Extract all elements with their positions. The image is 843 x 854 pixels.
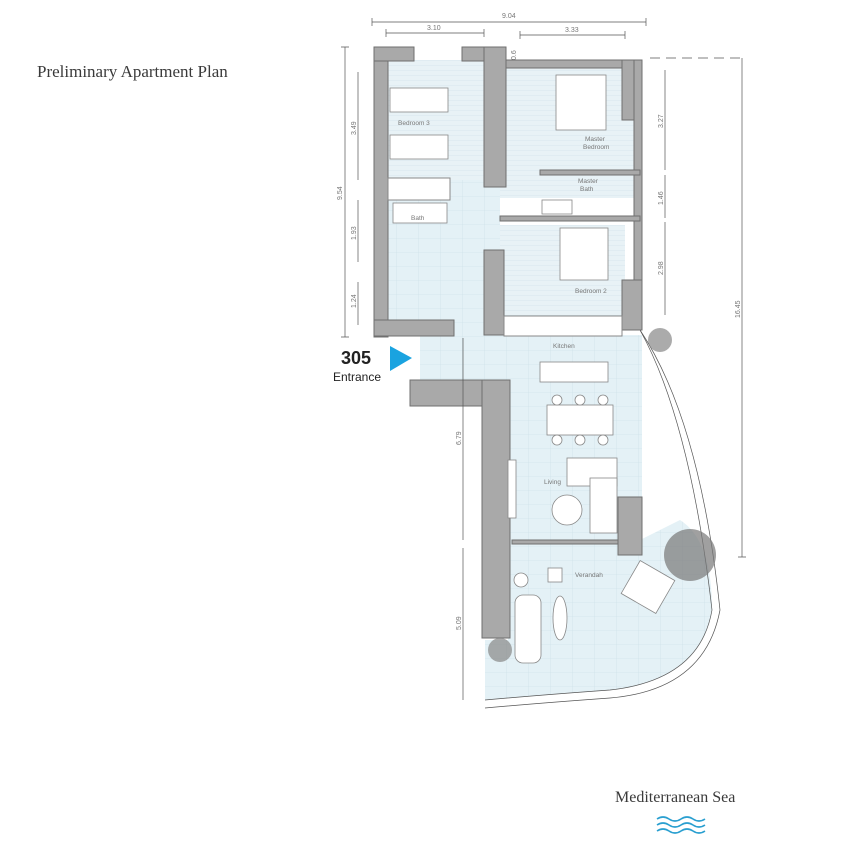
label-living: Living	[544, 479, 561, 486]
walls	[373, 46, 643, 639]
sea-label: Mediterranean Sea	[615, 789, 736, 806]
label-bath: Bath	[411, 215, 425, 222]
dim-total-width: 9.04	[502, 13, 516, 20]
entrance-label: Entrance	[333, 370, 381, 384]
dim-wc-depth: 1.24	[351, 294, 358, 308]
dim-bedroom3-width: 3.10	[427, 25, 441, 32]
plan-title: Preliminary Apartment Plan	[37, 62, 228, 81]
dim-small-offset: 0.6	[511, 50, 518, 60]
dim-master-bath-depth: 1.46	[658, 191, 665, 205]
dim-right-total: 16.45	[735, 300, 742, 318]
dim-master-width: 3.33	[565, 27, 579, 34]
label-kitchen: Kitchen	[553, 343, 575, 350]
label-bedroom3: Bedroom 3	[398, 120, 430, 127]
dimension-lines: 9.04 3.10 3.33 0.6 9.54 3.49 1.93 1.24 3…	[337, 13, 746, 700]
label-master-bath: Master	[578, 178, 599, 185]
label-bedroom2: Bedroom 2	[575, 288, 607, 295]
dim-left-total: 9.54	[337, 186, 344, 200]
furniture	[389, 74, 716, 664]
entrance-arrow-icon	[390, 346, 412, 371]
dim-bath-depth: 1.93	[351, 226, 358, 240]
plant-icon	[488, 638, 512, 662]
label-master-bath-2: Bath	[580, 186, 594, 193]
entrance-marker[interactable]: 305 Entrance	[333, 346, 412, 384]
dim-bedroom3-depth: 3.49	[351, 121, 358, 135]
dim-master-depth: 3.27	[658, 114, 665, 128]
tree-icon	[664, 529, 716, 581]
dim-verandah-depth: 5.09	[456, 616, 463, 630]
plant-icon	[648, 328, 672, 352]
sea-waves-icon	[656, 816, 706, 834]
floors	[388, 60, 721, 709]
label-master-bedroom-2: Bedroom	[583, 144, 609, 151]
dim-bedroom2-depth: 2.98	[658, 261, 665, 275]
label-master-bedroom: Master	[585, 136, 606, 143]
label-verandah: Verandah	[575, 572, 603, 579]
room-labels: Bedroom 3 Master Bedroom Master Bath Bat…	[398, 120, 609, 579]
dim-living-depth: 6.79	[456, 431, 463, 445]
unit-number: 305	[341, 348, 371, 368]
